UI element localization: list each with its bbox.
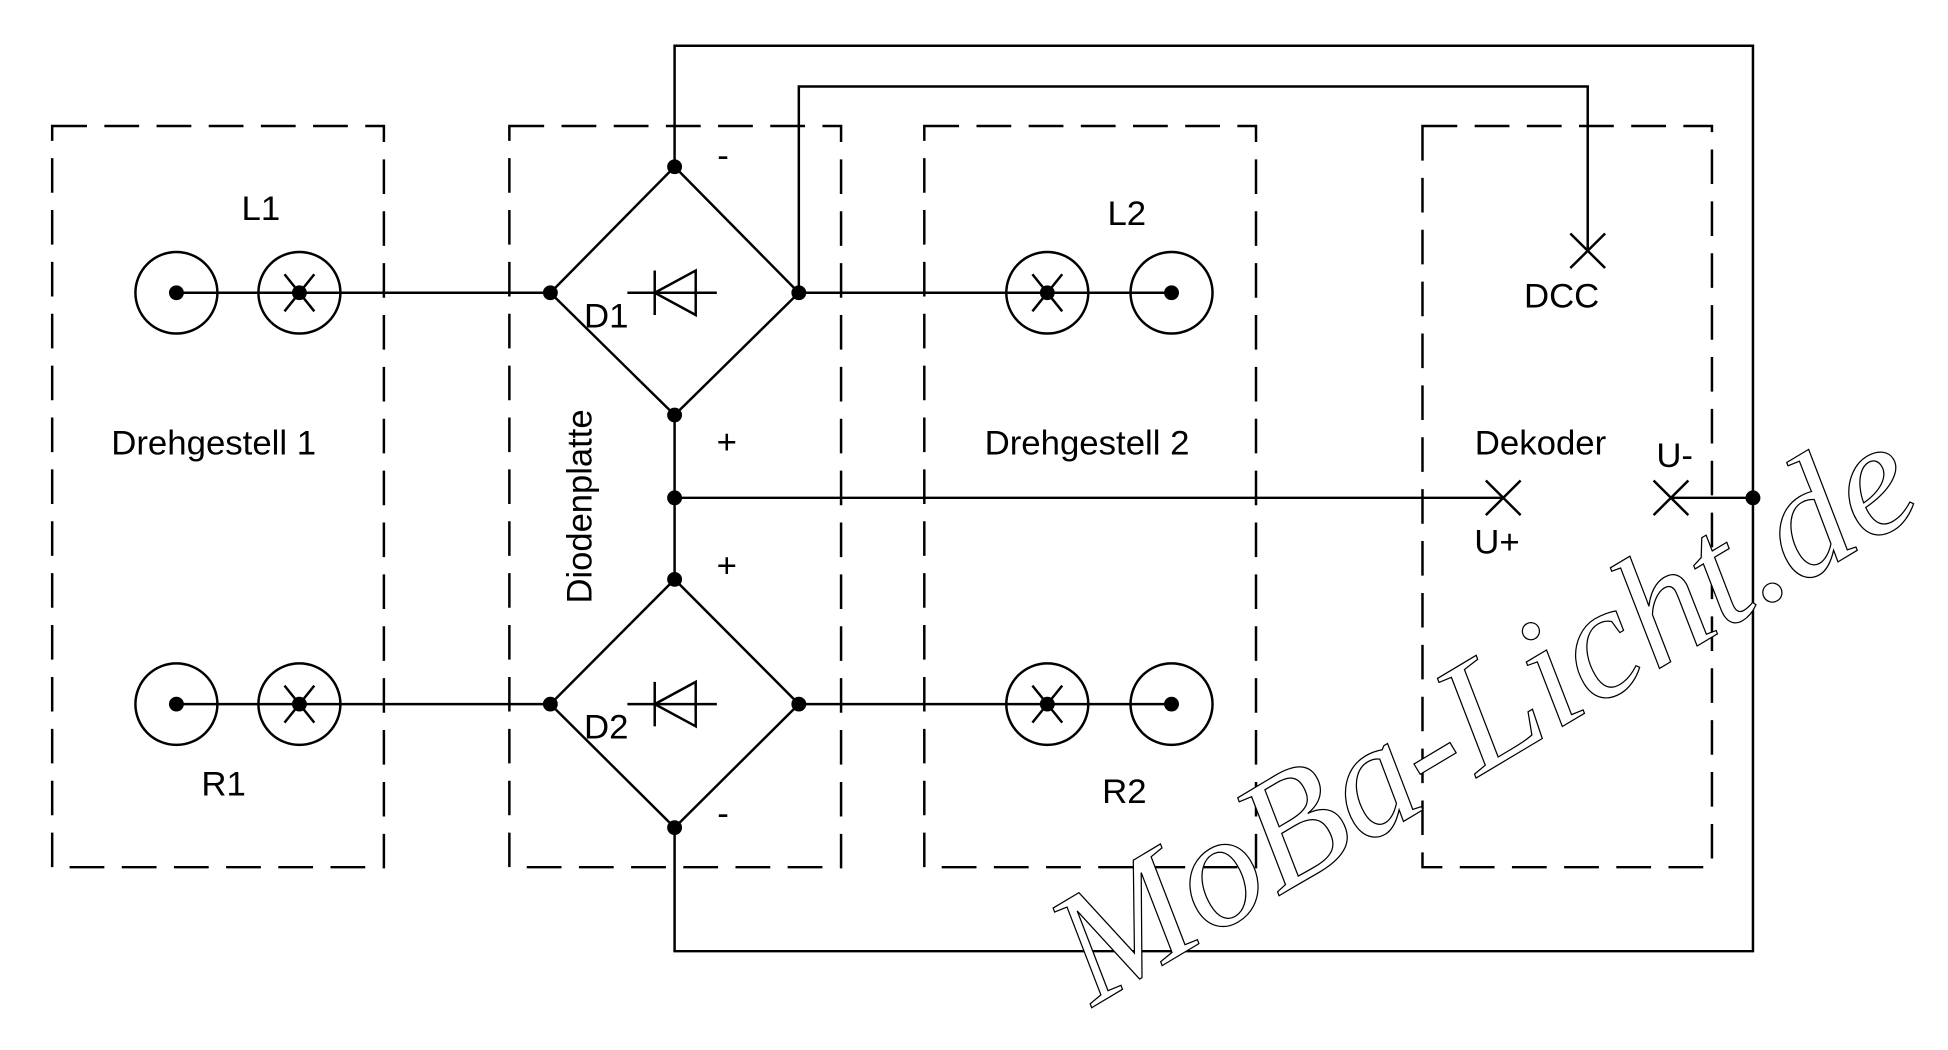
wires [176, 44, 1755, 953]
label-d2-minus: - [717, 795, 729, 833]
label-d2: D2 [584, 709, 628, 747]
label-u-plus: U+ [1474, 523, 1519, 561]
watermark: MoBa-Licht.de [1017, 385, 1945, 1037]
label-diode-board: Diodenplatte [561, 409, 599, 603]
label-l2: L2 [1107, 195, 1146, 233]
bogie-1-box [50, 124, 386, 869]
bridge-d1 [548, 165, 801, 417]
label-decoder: Dekoder [1475, 425, 1606, 463]
junction-dots [168, 159, 1761, 836]
label-dcc: DCC [1524, 278, 1599, 316]
label-bogie-2: Drehgestell 2 [985, 425, 1190, 463]
label-d2-plus: + [717, 547, 737, 585]
label-l1: L1 [242, 190, 281, 228]
terminal-x-marks [1484, 232, 1690, 516]
bridge-d2 [548, 577, 801, 830]
label-d1-plus: + [717, 423, 737, 461]
label-r1: R1 [201, 766, 245, 804]
label-d1: D1 [584, 297, 628, 335]
label-r2: R2 [1102, 773, 1146, 811]
label-u-minus: U- [1656, 437, 1693, 475]
label-bogie-1: Drehgestell 1 [111, 425, 316, 463]
label-d1-minus: - [717, 137, 729, 175]
